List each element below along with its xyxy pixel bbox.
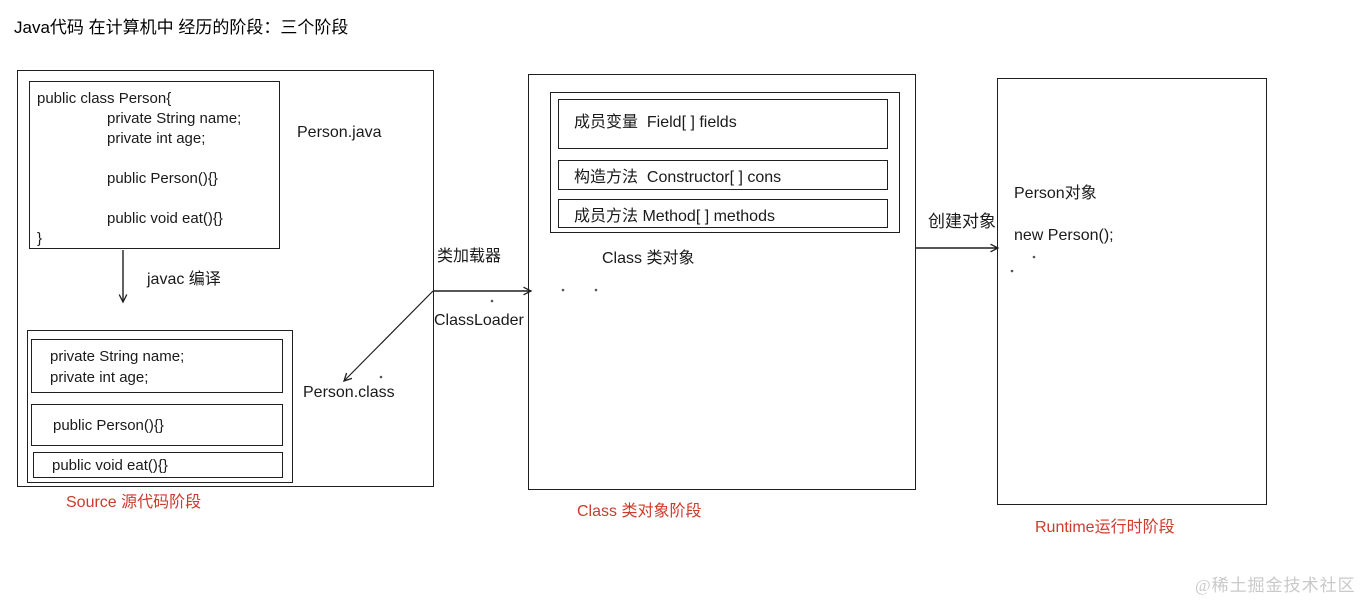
class-stage-box — [528, 74, 916, 490]
field-line: private int age; — [50, 369, 149, 386]
class-members-container — [550, 92, 900, 233]
source-stage-box — [17, 70, 434, 487]
code-line: private int age; — [107, 130, 206, 147]
constructor-line: public Person(){} — [53, 416, 164, 434]
compiled-method-box: public void eat(){} — [33, 452, 283, 478]
code-line: public Person(){} — [107, 170, 218, 187]
runtime-stage-box — [997, 78, 1267, 505]
classloader-en-label: ClassLoader — [434, 312, 524, 329]
new-person-line: new Person(); — [1014, 227, 1114, 244]
member-fields-box: 成员变量 Field[ ] fields — [558, 99, 888, 149]
stray-dot — [490, 299, 494, 303]
class-object-label: Class 类对象 — [602, 250, 695, 267]
runtime-stage-label: Runtime运行时阶段 — [1035, 519, 1175, 536]
compiled-constructor-box: public Person(){} — [31, 404, 283, 446]
member-constructors-text: 构造方法 Constructor[ ] cons — [574, 169, 782, 186]
person-object-label: Person对象 — [1014, 185, 1097, 202]
code-line — [37, 189, 275, 209]
compiled-fields-box: private String name; private int age; — [31, 339, 283, 393]
field-line: private String name; — [50, 348, 185, 365]
code-line: public void eat(){} — [107, 210, 223, 227]
watermark: @稀土掘金技术社区 — [1195, 576, 1356, 595]
method-line: public void eat(){} — [52, 456, 168, 474]
source-stage-label: Source 源代码阶段 — [66, 494, 202, 511]
person-java-label: Person.java — [297, 124, 382, 141]
classloader-zh-label: 类加载器 — [437, 248, 502, 265]
code-line: } — [37, 230, 43, 247]
compiled-group-box — [27, 330, 293, 483]
member-constructors-box: 构造方法 Constructor[ ] cons — [558, 160, 888, 190]
member-fields-text: 成员变量 Field[ ] fields — [574, 114, 737, 131]
code-line: private String name; — [107, 110, 242, 127]
code-line — [37, 149, 275, 169]
javac-compile-label: javac 编译 — [147, 271, 221, 288]
code-line: public class Person{ — [37, 90, 172, 107]
person-class-label: Person.class — [303, 384, 395, 401]
class-stage-label: Class 类对象阶段 — [577, 503, 702, 520]
source-code-box: public class Person{ private String name… — [29, 81, 280, 249]
diagram-title: Java代码 在计算机中 经历的阶段：三个阶段 — [14, 18, 349, 37]
create-object-label: 创建对象 — [928, 212, 996, 231]
member-methods-box: 成员方法 Method[ ] methods — [558, 199, 888, 228]
member-methods-text: 成员方法 Method[ ] methods — [574, 208, 775, 225]
